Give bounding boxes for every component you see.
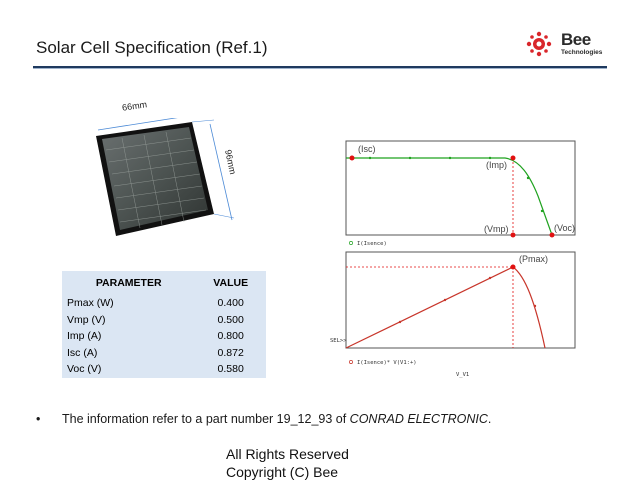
- vmp-marker: [510, 232, 516, 238]
- pv-legend: I(Isence)* V(V1:+): [357, 360, 417, 366]
- title-divider-light: [33, 68, 607, 69]
- iv-plot-frame: [345, 140, 576, 236]
- y-tick-label: SEL>>: [330, 338, 347, 344]
- isc-marker: [349, 155, 355, 161]
- pmax-label: (Pmax): [519, 254, 548, 264]
- page-title: Solar Cell Specification (Ref.1): [36, 38, 268, 57]
- pv-plot-frame: [345, 251, 576, 349]
- column-header-value: VALUE: [213, 277, 249, 289]
- logo-subtitle: Technologies: [561, 49, 603, 56]
- x-axis-label: V_V1: [456, 372, 469, 378]
- value-cell: 0.400: [217, 297, 244, 310]
- param-cell: Isc (A): [67, 346, 98, 359]
- value-cell: 0.800: [217, 330, 244, 343]
- logo-wordmark: Bee: [561, 30, 591, 49]
- value-cell: 0.872: [217, 346, 244, 359]
- bullet-icon: •: [36, 412, 41, 426]
- value-cell: 0.500: [217, 313, 244, 326]
- param-cell: Imp (A): [67, 330, 102, 343]
- voc-label: (Voc): [554, 223, 575, 233]
- table-row: Pmax (W) 0.400: [62, 295, 266, 312]
- vmp-label: (Vmp): [484, 224, 509, 234]
- part-note: The information refer to a part number 1…: [62, 412, 491, 426]
- param-cell: Pmax (W): [67, 297, 114, 310]
- bee-logo-icon: [526, 31, 552, 57]
- pmax-marker: [510, 264, 516, 270]
- footer-copyright: Copyright (C) Bee: [226, 464, 339, 480]
- part-note-end: .: [487, 412, 492, 426]
- table-row: Imp (A) 0.800: [62, 328, 266, 345]
- column-header-parameter: PARAMETER: [95, 277, 162, 289]
- iv-curve: [346, 157, 553, 236]
- imp-label: (Imp): [486, 160, 507, 170]
- voc-marker: [549, 232, 555, 238]
- iv-legend: I(Isence): [357, 241, 387, 247]
- company-name: CONRAD ELECTRONIC: [349, 412, 488, 426]
- table-row: Vmp (V) 0.500: [62, 312, 266, 329]
- param-cell: Vmp (V): [67, 313, 106, 326]
- footer-rights: All Rights Reserved: [226, 446, 349, 462]
- imp-marker: [510, 155, 516, 161]
- value-cell: 0.580: [217, 363, 244, 376]
- table-header-row: PARAMETER VALUE: [62, 271, 266, 295]
- solar-cell-image: [96, 118, 235, 236]
- table-row: Voc (V) 0.580: [62, 361, 266, 378]
- param-cell: Voc (V): [67, 363, 102, 376]
- iv-pv-graph: (Isc) (Imp) (Vmp) (Voc) I(Isence) (Pmax)…: [330, 140, 576, 378]
- title-divider: [33, 66, 607, 68]
- part-note-text: The information refer to a part number 1…: [62, 412, 350, 426]
- spec-table: PARAMETER VALUE Pmax (W) 0.400 Vmp (V) 0…: [62, 271, 266, 378]
- isc-label: (Isc): [358, 144, 376, 154]
- panel-width-label: 66mm: [121, 99, 148, 113]
- table-row: Isc (A) 0.872: [62, 345, 266, 362]
